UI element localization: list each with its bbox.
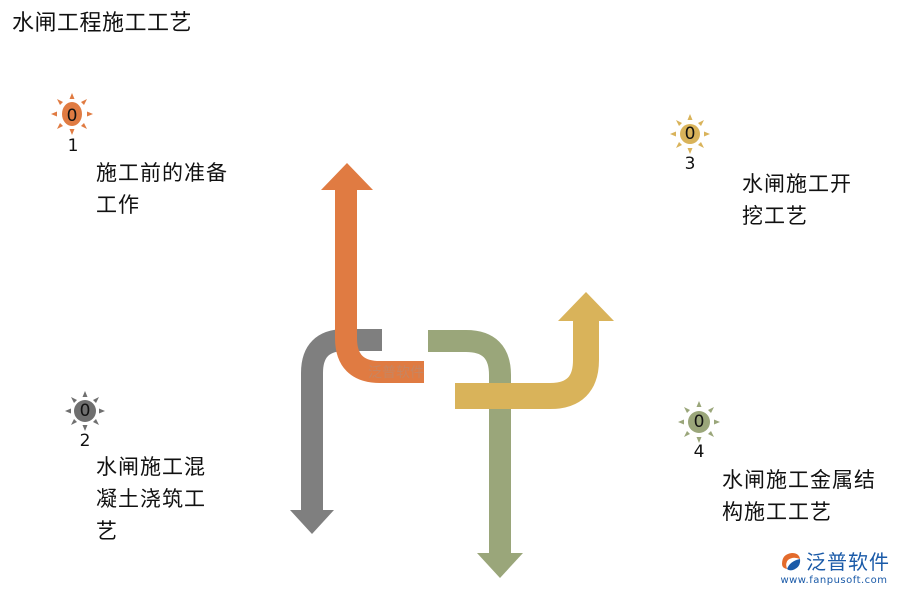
step-1-label: 施工前的准备 工作 <box>96 157 228 221</box>
logo-url: www.fanpusoft.com <box>780 575 888 586</box>
arrow-yellow-head <box>558 292 614 321</box>
fanpu-logo-icon <box>782 552 801 570</box>
step-4-num-top: 0 <box>693 412 705 432</box>
watermark: 泛普软件 <box>368 365 424 381</box>
step-4-num-bottom: 4 <box>693 442 705 462</box>
step-2-num-top: 0 <box>79 401 91 421</box>
arrow-green-head <box>477 553 523 578</box>
arrow-orange-head <box>321 163 373 190</box>
step-1-sun-icon: 0 1 <box>50 92 94 155</box>
arrow-yellow <box>455 320 599 409</box>
step-4-label: 水闸施工金属结 构施工工艺 <box>722 464 876 528</box>
step-4-sun-icon: 0 4 <box>677 400 721 461</box>
brand-logo: 泛普软件 www.fanpusoft.com <box>778 546 890 586</box>
step-1-num-bottom: 1 <box>67 136 79 156</box>
step-2-label-line2: 凝土浇筑工 <box>96 487 206 511</box>
step-3-sun-icon: 0 3 <box>668 112 712 173</box>
diagram-title: 水闸工程施工工艺 <box>12 11 193 36</box>
step-3-label: 水闸施工开 挖工艺 <box>742 168 852 232</box>
step-3-num-top: 0 <box>684 124 696 144</box>
step-4-label-line1: 水闸施工金属结 <box>722 468 876 492</box>
step-2-label-line1: 水闸施工混 <box>96 455 206 479</box>
step-1-num-top: 0 <box>66 106 78 126</box>
arrow-grey-head <box>290 510 334 534</box>
step-2-num-bottom: 2 <box>79 431 91 451</box>
step-1-label-line2: 工作 <box>96 193 140 217</box>
step-3-num-bottom: 3 <box>684 154 696 174</box>
arrow-orange <box>335 188 424 383</box>
step-4-label-line2: 构施工工艺 <box>722 500 832 524</box>
step-1-label-line1: 施工前的准备 <box>96 161 228 185</box>
step-2-label: 水闸施工混 凝土浇筑工 艺 <box>96 451 206 547</box>
step-2-label-line3: 艺 <box>96 519 118 543</box>
step-3-label-line1: 水闸施工开 <box>742 172 852 196</box>
logo-name: 泛普软件 <box>806 550 890 574</box>
arrow-green <box>428 330 511 555</box>
step-2-sun-icon: 0 2 <box>63 389 107 450</box>
step-3-label-line2: 挖工艺 <box>742 204 808 228</box>
